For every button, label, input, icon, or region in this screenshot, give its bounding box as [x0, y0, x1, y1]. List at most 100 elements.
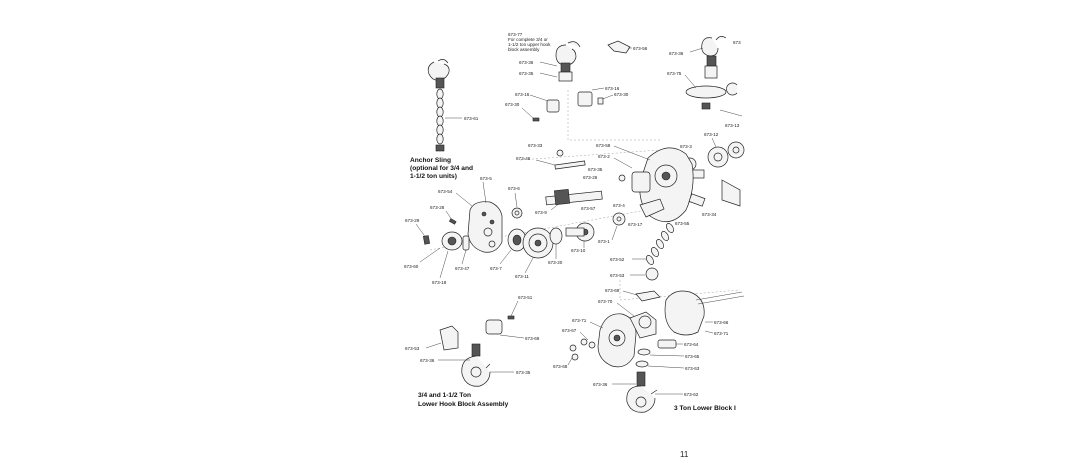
lower-hook-title-1: 3/4 and 1-1/2 Ton: [418, 392, 471, 399]
part-673-20: [549, 227, 563, 245]
anchor-sling-hook: [427, 59, 450, 81]
3-ton-lower-hook: [626, 371, 658, 413]
label-673-36-a: 673-36: [519, 60, 534, 65]
partial-ring: [726, 82, 738, 96]
part-673-33: [556, 149, 564, 157]
label-673-3: 673-3: [680, 144, 692, 149]
label-673-56: 673-56: [633, 46, 648, 51]
label-673-75: 673-75: [667, 71, 682, 76]
anchor-sling-title-3: 1-1/2 ton units): [410, 173, 457, 180]
label-673-65: 673-65: [685, 354, 700, 359]
part-673-56: [607, 40, 631, 54]
part-673-9-shaft: [545, 188, 603, 206]
label-673-70: 673-70: [598, 299, 613, 304]
anchor-sling-title-1: Anchor Sling: [410, 157, 451, 164]
3-ton-side-cover: [664, 290, 745, 336]
label-673-46: 673-46: [516, 156, 531, 161]
label-673-36-c: 673-36: [420, 358, 435, 363]
part-673-16-upper: [577, 91, 593, 107]
label-673-64: 673-64: [684, 342, 699, 347]
lower-hook-3-4: [461, 343, 491, 387]
label-673-71-b: 673-71: [714, 331, 729, 336]
label-673-30-a: 673-30: [614, 92, 629, 97]
part-673-30-upper: [597, 97, 604, 105]
label-673-55: 673-55: [675, 221, 690, 226]
3-ton-lower-block-title: 3 Ton Lower Block I: [674, 405, 736, 412]
note-line-1: For complete 3/4 or: [508, 37, 548, 42]
label-673-47: 673-47: [455, 266, 470, 271]
sling-chain: [436, 88, 444, 145]
label-673-35-b: 673-35: [588, 167, 603, 172]
sling-shackle: [435, 144, 445, 152]
part-673-53-lower: [439, 325, 459, 351]
label-673-18: 673-18: [432, 280, 447, 285]
part-673-30-left: [532, 117, 540, 122]
label-673-69-b: 673-69: [605, 288, 620, 293]
label-673-20: 673-20: [548, 260, 563, 265]
part-673-17: [639, 198, 665, 218]
label-673-53-a: 673-53: [610, 273, 625, 278]
label-673-top-right: 673: [733, 40, 741, 45]
label-673-34: 673-34: [702, 212, 717, 217]
label-673-63: 673-63: [685, 366, 700, 371]
label-673-9: 673-9: [535, 210, 547, 215]
label-673-36-b: 673-36: [669, 51, 684, 56]
label-673-36-d: 673-36: [593, 382, 608, 387]
part-673-10-gear: [565, 222, 595, 242]
label-673-60: 673-60: [404, 264, 419, 269]
label-673-26: 673-26: [583, 175, 598, 180]
page-number: 11: [680, 450, 689, 459]
label-673-4: 673-4: [613, 203, 625, 208]
label-673-68: 673-68: [553, 364, 568, 369]
part-673-11-handwheel: [522, 227, 554, 259]
label-673-16-a: 673-16: [605, 86, 620, 91]
sling-swivel: [435, 77, 445, 89]
label-673-69-a: 673-69: [525, 336, 540, 341]
label-673-54: 673-54: [438, 189, 453, 194]
label-673-53-b: 673-53: [405, 346, 420, 351]
label-673-28: 673-28: [430, 205, 445, 210]
label-673-58: 673-58: [596, 143, 611, 148]
label-673-30-b: 673-30: [505, 102, 520, 107]
label-673-57: 673-57: [581, 206, 596, 211]
label-673-12: 673-12: [704, 132, 719, 137]
label-673-61: 673-61: [464, 116, 479, 121]
part-673-65: [637, 348, 651, 356]
label-673-2: 673-2: [598, 154, 610, 159]
part-673-64: [657, 339, 677, 349]
label-673-17: 673-17: [628, 222, 643, 227]
label-673-29: 673-29: [405, 218, 420, 223]
label-673-11: 673-11: [515, 274, 529, 279]
label-673-67: 673-67: [562, 328, 577, 333]
label-673-1: 673-1: [598, 239, 610, 244]
label-673-35-c: 673-35: [516, 370, 531, 375]
upper-hook: [555, 41, 581, 82]
part-673-75: [685, 85, 727, 99]
side-plate-673-54: [467, 201, 503, 253]
part-673-69-3ton: [635, 290, 661, 302]
label-673-51: 673-51: [518, 295, 533, 300]
label-673-66: 673-66: [714, 320, 729, 325]
anchor-sling-assembly: 673-61: [427, 59, 479, 152]
note-line-2: 1-1/2 ton upper hook: [508, 42, 551, 47]
note-part-673-77: 673-77: [508, 32, 523, 37]
part-673-63: [635, 360, 649, 368]
label-673-33: 673-33: [528, 143, 543, 148]
part-673-69-lower: [485, 319, 503, 335]
lower-hook-title-2: Lower Hook Block Assembly: [418, 401, 509, 408]
top-right-hook: [701, 36, 727, 79]
label-673-7: 673-7: [490, 266, 502, 271]
label-673-10: 673-10: [571, 248, 586, 253]
label-673-52: 673-52: [610, 257, 625, 262]
3-ton-block-body: [597, 311, 657, 368]
label-673-13: 673-13: [725, 123, 740, 128]
part-673-16-left: [546, 99, 560, 113]
anchor-sling-title-2: (optional for 3/4 and: [410, 165, 473, 172]
label-673-71-a: 673-71: [572, 318, 587, 323]
label-673-35-a: 673-35: [519, 71, 534, 76]
main-housing: [631, 147, 694, 223]
label-673-5: 673-5: [480, 176, 492, 181]
label-673-16-b: 673-16: [515, 92, 530, 97]
brake-hub-673-18: [441, 231, 463, 251]
